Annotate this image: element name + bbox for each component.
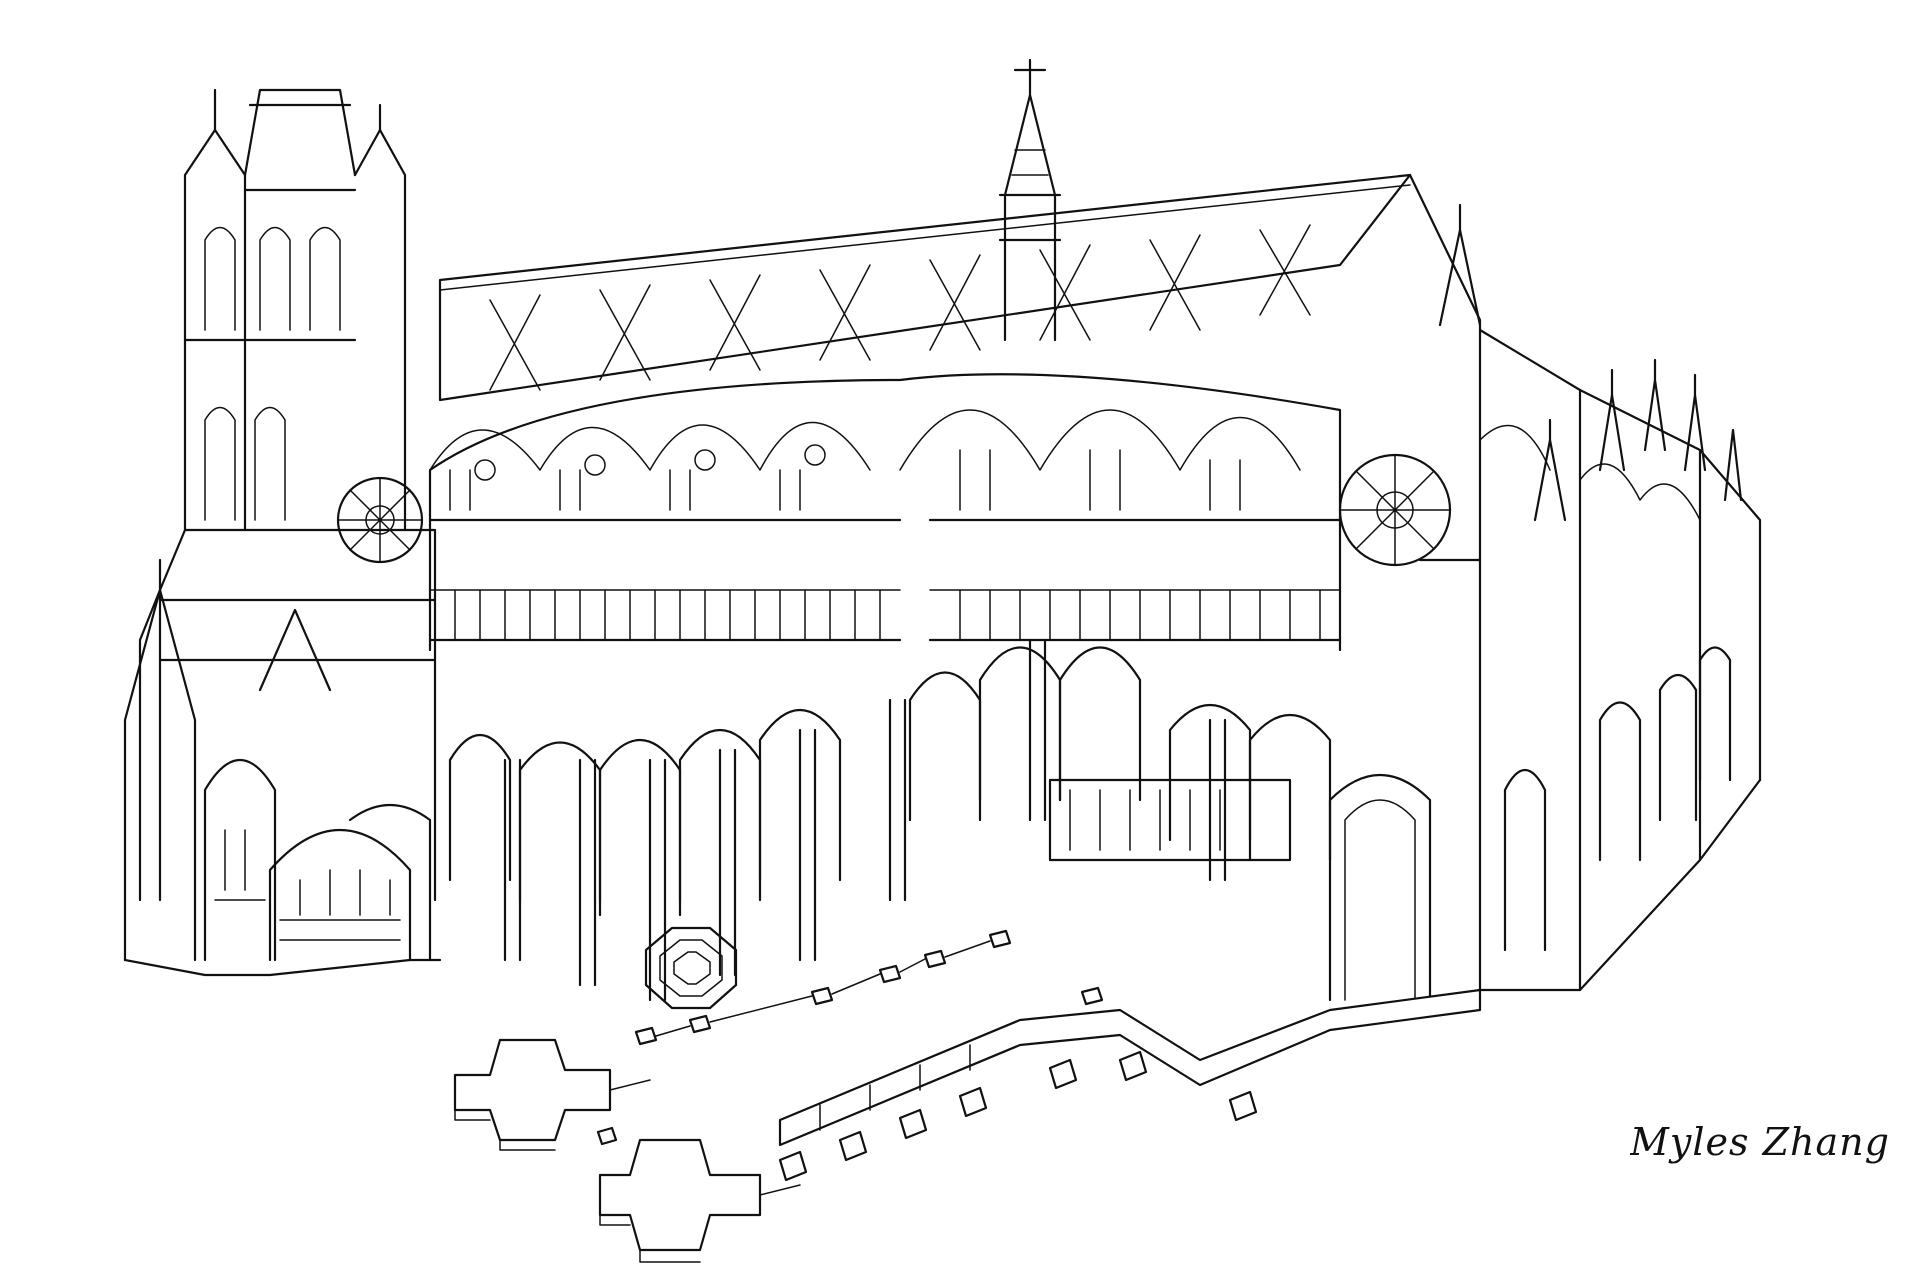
cutaway-vaults: [428, 373, 1452, 652]
labyrinth: [644, 926, 738, 1010]
column-footings: [634, 929, 1104, 1046]
crossing-spire: [998, 58, 1062, 342]
artist-signature: Myles Zhang: [1630, 1120, 1890, 1164]
nave-roof: [438, 173, 1412, 402]
west-towers: [123, 88, 442, 977]
chevet: [1328, 173, 1762, 1002]
nave-arcade: [448, 638, 1332, 1002]
foundation-outline: [453, 988, 1482, 1263]
